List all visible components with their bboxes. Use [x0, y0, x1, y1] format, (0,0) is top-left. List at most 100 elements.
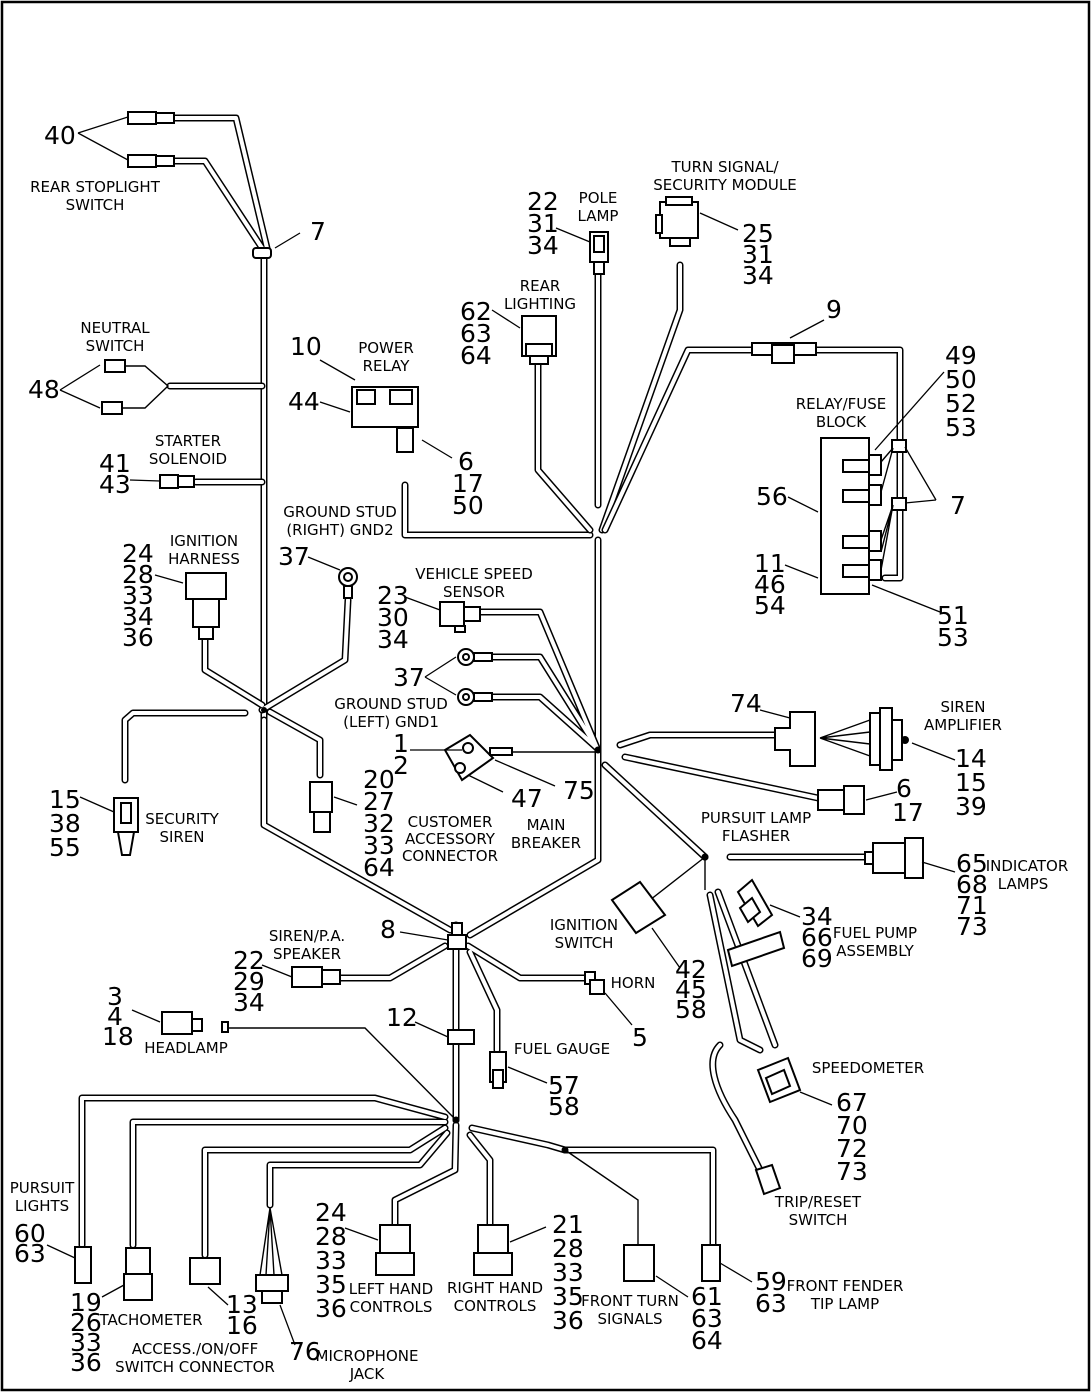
label-customer-accessory-3: CONNECTOR: [402, 847, 498, 865]
label-tachometer: TACHOMETER: [98, 1311, 202, 1329]
label-pole-lamp-2: LAMP: [578, 207, 619, 225]
callout-74: 74: [730, 689, 762, 718]
siren-amplifier-icon: [774, 707, 909, 771]
label-siren-pa-speaker-2: SPEAKER: [273, 945, 341, 963]
label-front-fender-tip-lamp: FRONT FENDER: [787, 1277, 904, 1295]
ignition-harness-connector-icon: [185, 572, 227, 640]
label-power-relay: POWER: [358, 339, 414, 357]
label-ground-stud-left: GROUND STUD: [334, 695, 448, 713]
turn-signal-module-icon: [655, 196, 699, 247]
label-siren-amplifier: SIREN: [940, 698, 985, 716]
label-starter-solenoid-2: SOLENOID: [149, 450, 227, 468]
label-customer-accessory-2: ACCESSORY: [405, 830, 496, 848]
callout-76: 76: [289, 1337, 321, 1366]
left-hand-controls-connector-icon: [375, 1224, 415, 1276]
label-speedometer: SPEEDOMETER: [812, 1059, 924, 1077]
label-pursuit-lamp-flasher-2: FLASHER: [722, 827, 790, 845]
svg-text:GROUND STUD(LEFT) GND1: GROUND STUD(LEFT) GND1: [334, 695, 448, 731]
indicator-lamps-connector-icon: [864, 837, 924, 879]
headlamp-connector-icon: [161, 1011, 229, 1035]
label-pursuit-lights: PURSUIT: [10, 1179, 75, 1197]
pole-lamp-icon: [589, 231, 609, 275]
right-hand-controls-connector-icon: [473, 1224, 513, 1276]
label-right-hand-controls: RIGHT HAND: [447, 1279, 543, 1297]
callout-48: 48: [28, 375, 60, 404]
svg-text:TURN SIGNAL/SECURITY MODULE: TURN SIGNAL/SECURITY MODULE: [653, 158, 797, 194]
label-siren-pa-speaker: SIREN/P.A.: [269, 927, 345, 945]
siren-speaker-connector-icon: [291, 966, 341, 988]
fuel-pump-connector-icon: [736, 878, 774, 928]
label-headlamp: HEADLAMP: [144, 1039, 228, 1057]
callout-9: 9: [826, 295, 842, 324]
svg-text:SIREN/P.A.SPEAKER: SIREN/P.A.SPEAKER: [269, 927, 345, 963]
label-fuel-pump-assembly: FUEL PUMP: [833, 924, 917, 942]
label-pole-lamp: POLE: [579, 189, 618, 207]
callout-7b: 7: [950, 491, 966, 520]
starter-solenoid-icon: [159, 474, 195, 489]
label-microphone-jack-2: JACK: [349, 1365, 386, 1383]
label-relay-fuse-block-2: BLOCK: [816, 413, 867, 431]
leader-lines: [46, 116, 956, 1346]
label-microphone-jack: MICROPHONE: [316, 1347, 419, 1365]
label-ground-stud-right: GROUND STUD: [283, 503, 397, 521]
speedometer-connector-icon: [756, 1056, 802, 1104]
vehicle-speed-sensor-icon: [439, 601, 481, 633]
label-front-turn-signals: FRONT TURN: [581, 1292, 679, 1310]
neutral-switch-icon: [101, 359, 170, 415]
label-vehicle-speed-sensor-2: SENSOR: [443, 583, 505, 601]
ignition-switch-icon: [610, 880, 667, 935]
callout-44: 44: [288, 387, 320, 416]
label-pursuit-lights-2: LIGHTS: [15, 1197, 69, 1215]
label-rear-lighting-2: LIGHTING: [504, 295, 576, 313]
tachometer-connector-icon: [123, 1247, 153, 1301]
main-breaker-icon: [443, 733, 513, 782]
microphone-jack-icon: [255, 1274, 289, 1304]
ground-stud-right-icon: [338, 567, 358, 599]
callout-7a: 7: [310, 217, 326, 246]
front-turn-signals-connector-icon: [623, 1244, 655, 1282]
trip-reset-switch-icon: [754, 1163, 782, 1196]
pursuit-lights-connector-icon: [74, 1246, 92, 1284]
label-ignition-harness: IGNITION: [170, 532, 238, 550]
horn-connector-icon: [584, 971, 605, 995]
label-relay-fuse-block: RELAY/FUSE: [796, 395, 887, 413]
label-right-hand-controls-2: CONTROLS: [454, 1297, 537, 1315]
label-pursuit-lamp-flasher: PURSUIT LAMP: [701, 809, 811, 827]
label-ignition-harness-2: HARNESS: [168, 550, 240, 568]
security-siren-connector-icon: [113, 797, 139, 856]
connector-9-icon: [751, 342, 817, 364]
callout-10: 10: [290, 332, 322, 361]
components: [74, 111, 924, 1304]
wire-bundles: [78, 114, 904, 1276]
label-siren-amplifier-2: AMPLIFIER: [924, 716, 1002, 734]
label-rear-stoplight-switch: REAR STOPLIGHT: [30, 178, 161, 196]
connector-6-17-icon: [817, 785, 865, 815]
ground-stud-left-icon: [457, 648, 493, 706]
